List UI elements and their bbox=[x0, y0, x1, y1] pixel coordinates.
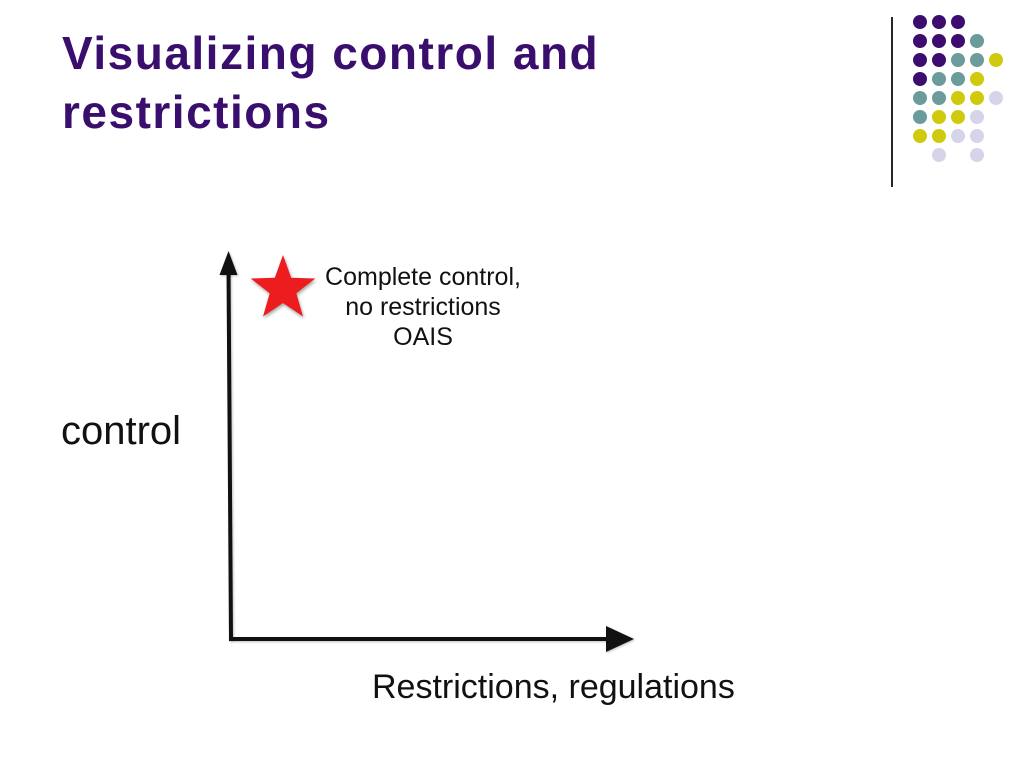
dot bbox=[913, 34, 927, 48]
star-marker-icon bbox=[250, 255, 316, 317]
decoration-divider bbox=[891, 17, 893, 187]
dot bbox=[932, 148, 946, 162]
dot bbox=[951, 91, 965, 105]
dot bbox=[932, 72, 946, 86]
dot bbox=[951, 72, 965, 86]
dot bbox=[970, 129, 984, 143]
dots-decoration bbox=[913, 15, 1013, 175]
dot bbox=[932, 15, 946, 29]
x-axis-label: Restrictions, regulations bbox=[372, 668, 735, 706]
dot bbox=[951, 53, 965, 67]
dot bbox=[951, 110, 965, 124]
dot bbox=[913, 72, 927, 86]
dot bbox=[970, 91, 984, 105]
x-axis-arrowhead-icon bbox=[606, 626, 634, 652]
dot bbox=[951, 129, 965, 143]
dot bbox=[989, 91, 1003, 105]
dot bbox=[970, 53, 984, 67]
dot bbox=[913, 53, 927, 67]
dot bbox=[932, 129, 946, 143]
dot bbox=[913, 110, 927, 124]
dot bbox=[970, 148, 984, 162]
dot bbox=[970, 72, 984, 86]
dot bbox=[932, 53, 946, 67]
y-axis-line bbox=[226, 267, 233, 641]
dot bbox=[932, 91, 946, 105]
dot bbox=[951, 34, 965, 48]
dot bbox=[932, 34, 946, 48]
page-title: Visualizing control and restrictions bbox=[62, 27, 600, 138]
annotation-text: Complete control, no restrictions OAIS bbox=[325, 263, 521, 351]
dot bbox=[970, 110, 984, 124]
dot bbox=[913, 15, 927, 29]
dot bbox=[932, 110, 946, 124]
dot bbox=[989, 53, 1003, 67]
dot bbox=[951, 15, 965, 29]
dot bbox=[913, 91, 927, 105]
dot bbox=[970, 34, 984, 48]
y-axis-label: control bbox=[61, 409, 182, 453]
dot bbox=[913, 129, 927, 143]
y-axis-arrowhead-icon bbox=[219, 251, 238, 275]
